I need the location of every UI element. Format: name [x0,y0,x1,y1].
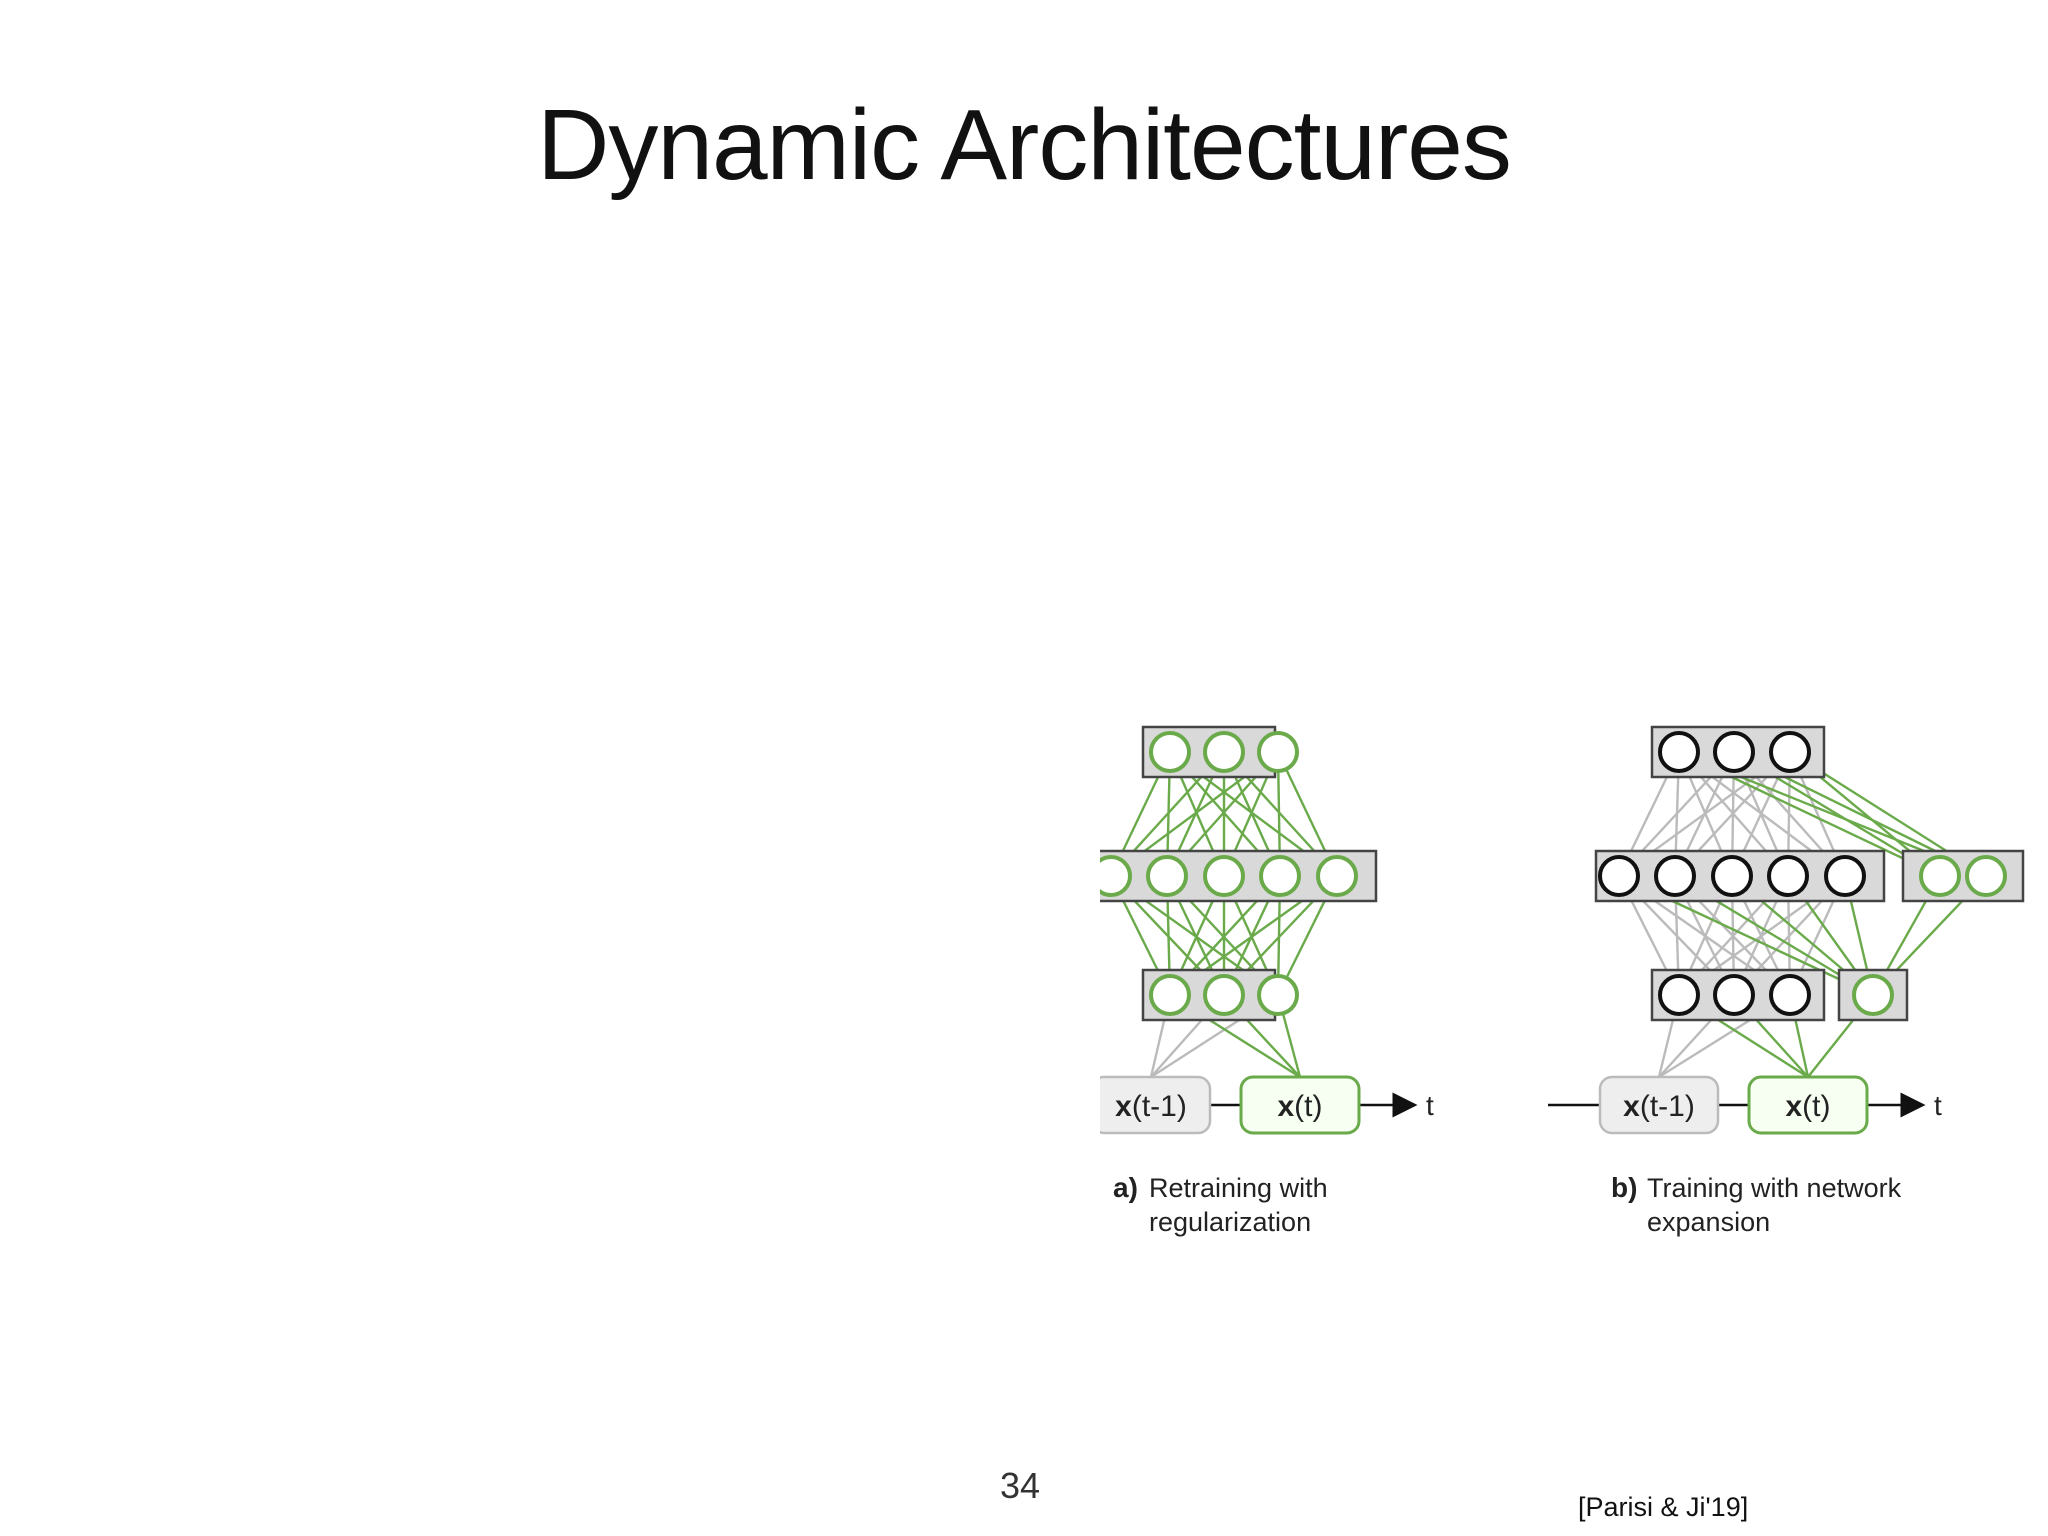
frozen-neuron-node [1713,974,1755,1016]
panel-a-caption-line2: regularization [1149,1207,1311,1237]
panel-b-caption-prefix: b) [1611,1172,1637,1203]
panel-b-neurons [1598,731,2007,1016]
frozen-neuron-node [1713,731,1755,773]
panel-a-input-prev-label: x(t-1) [1115,1090,1187,1123]
neuron-node [1203,731,1245,773]
frozen-neuron-node [1769,731,1811,773]
panel-a-neurons [1100,731,1358,1016]
panel-a-retraining: x(t-1) x(t) t a) Retraining with regular… [1100,725,1434,1237]
panel-a-input-prev-box [1100,1075,1212,1135]
panel-b-input-prev-box [1598,1075,1720,1135]
panel-b-input-curr-box [1747,1075,1869,1135]
frozen-neuron-node [1658,731,1700,773]
frozen-neuron-node [1769,974,1811,1016]
panel-b-expansion: x(t-1) x(t) t b) Training with network e… [1548,725,2025,1237]
panel-b-input-curr-label: x(t) [1785,1090,1830,1123]
neuron-node [1203,855,1245,897]
slide-number: 34 [999,1465,1041,1506]
panel-b-connections [1617,750,1987,1079]
frozen-neuron-node [1824,855,1866,897]
panel-a-caption-line1: Retraining with [1149,1173,1328,1203]
neuron-node [1149,974,1191,1016]
neuron-node [1149,731,1191,773]
frozen-neuron-node [1767,855,1809,897]
frozen-neuron-node [1658,974,1700,1016]
neuron-node [1100,855,1132,897]
new-neuron-node [1852,974,1894,1016]
frozen-neuron-node [1711,855,1753,897]
citation: [Parisi & Ji'19] [1578,1492,1749,1522]
panel-a-input-curr-box [1239,1075,1361,1135]
panel-b-caption-line1: Training with network [1647,1173,1902,1203]
neuron-node [1257,731,1299,773]
neuron-node [1146,855,1188,897]
panel-a-time-label: t [1426,1090,1434,1121]
panel-b-input-prev-label: x(t-1) [1623,1090,1695,1123]
panel-a-connections [1109,751,1339,1079]
slide-title: Dynamic Architectures [537,89,1512,201]
neuron-node [1257,974,1299,1016]
panel-a-caption-prefix: a) [1113,1172,1138,1203]
frozen-neuron-node [1654,855,1696,897]
neuron-node [1259,855,1301,897]
neuron-node [1316,855,1358,897]
panel-a-input-curr-label: x(t) [1277,1090,1322,1123]
panel-b-caption-line2: expansion [1647,1207,1770,1237]
panel-b-time-label: t [1934,1090,1942,1121]
network-diagram: x(t-1) x(t) t a) Retraining with regular… [1100,725,2025,1237]
new-neuron-node [1919,855,1961,897]
neuron-node [1203,974,1245,1016]
frozen-neuron-node [1598,855,1640,897]
new-neuron-node [1965,855,2007,897]
